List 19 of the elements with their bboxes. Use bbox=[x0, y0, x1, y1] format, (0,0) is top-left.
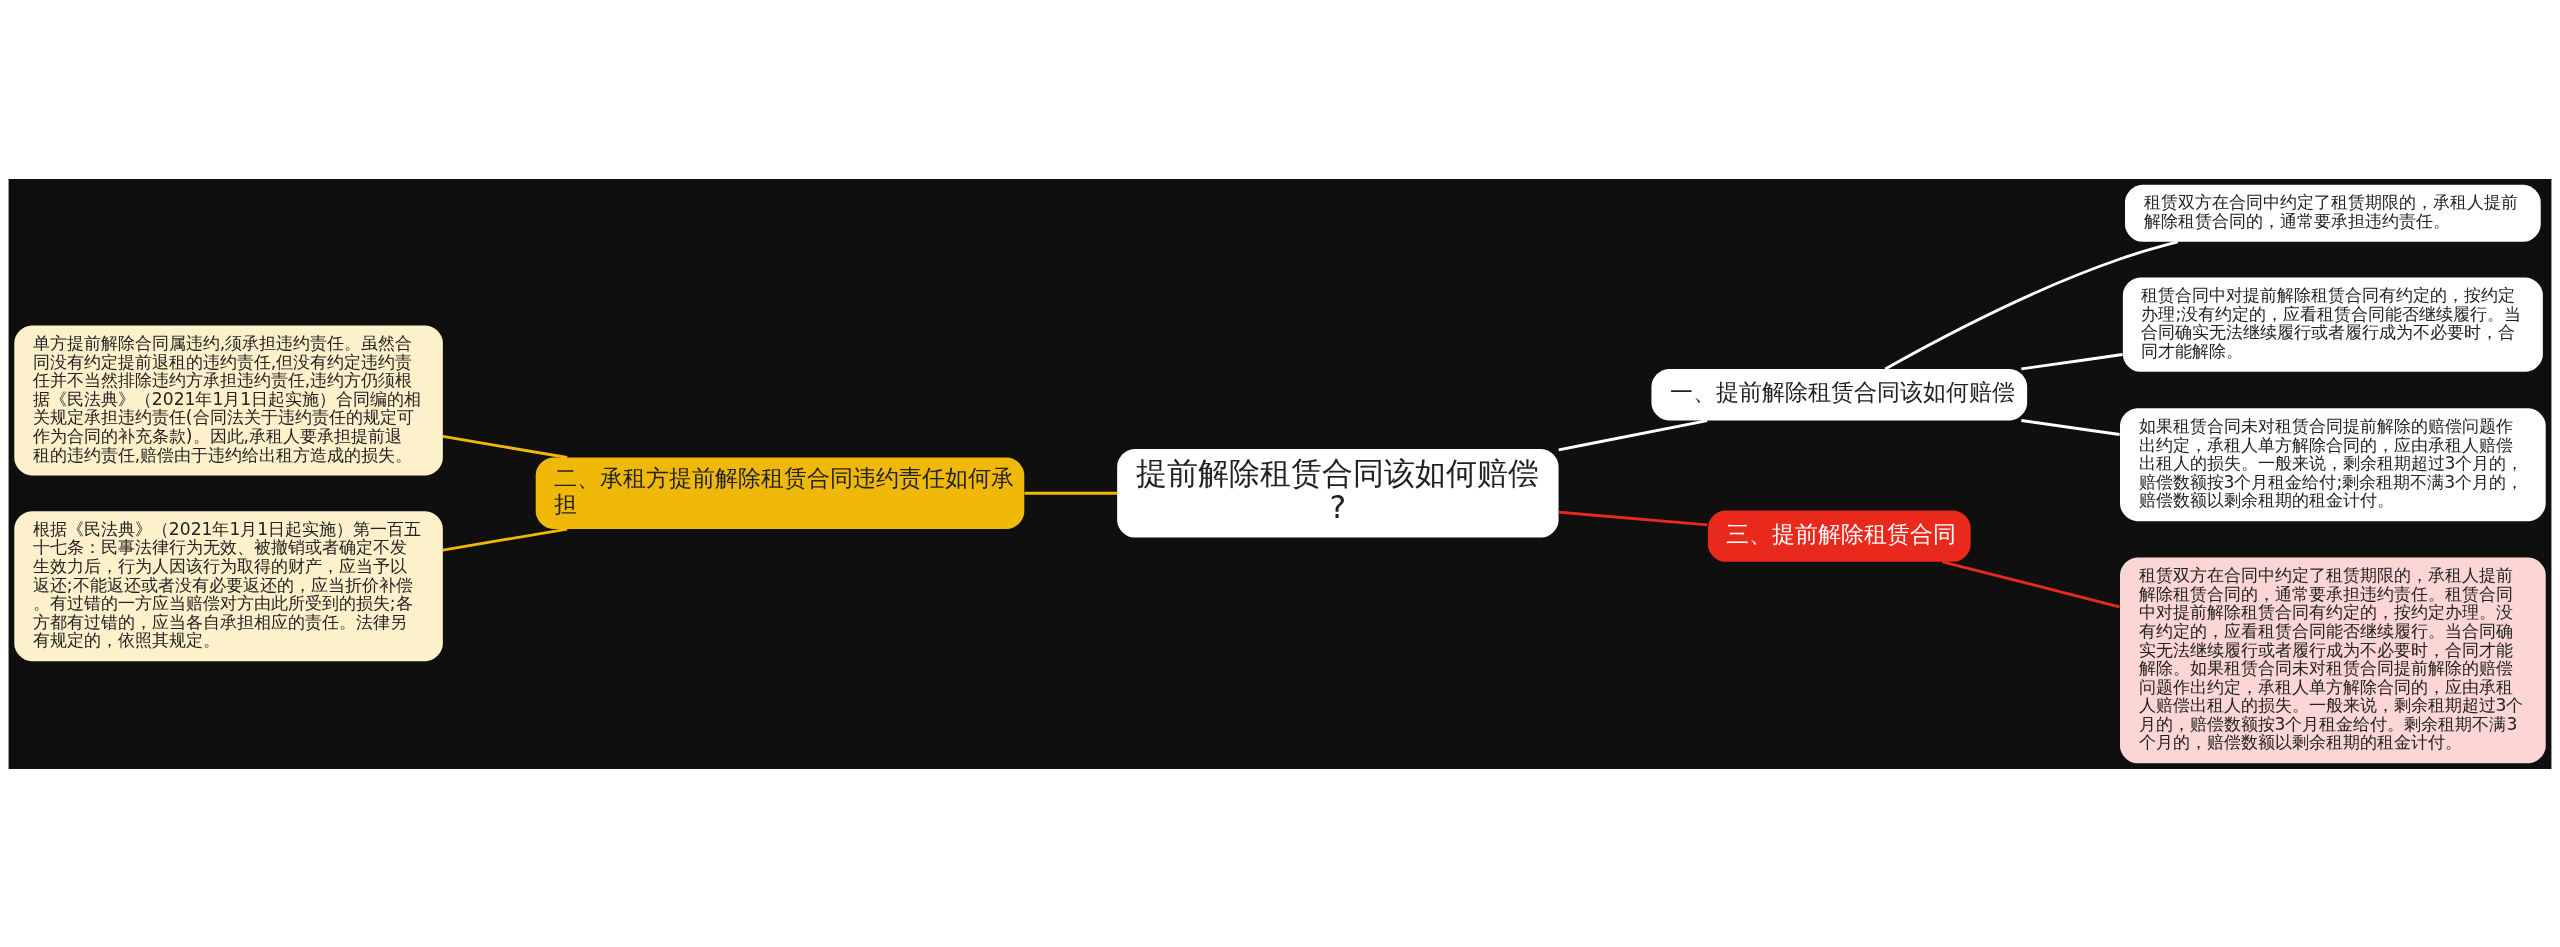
node-box: 根据《民法典》（2021年1月1日起实施）第一百五十七条：民事法律行为无效、被撤销或者确定不发生效力后，行为人因该行为取得的财产，应当予以返还;不能返还或者没有必要返还的，应当折价补偿。有过错的一方应当赔偿对方由此所受到的损失;各方都有过错的，应当各自承担相应的责任。法律另有规定的，依照其规定。 bbox=[14, 510, 443, 661]
connector bbox=[442, 434, 568, 459]
node-box: 单方提前解除合同属违约,须承担违约责任。虽然合同没有约定提前退租的违约责任,但没有约定违约责任并不当然排除违约方承担违约责任,违约方仍须根据《民法典》（2021年1月1日起实施）合同编的相关规定承担违约责任(合同法关于违约责任的规定可作为合同的补充条款)。因此,承租人要承担提前退租的违约责任,赔偿由于违约给出租方造成的损失。 bbox=[14, 324, 443, 475]
connector bbox=[2021, 352, 2123, 370]
node-box: 租赁双方在合同中约定了租赁期限的，承租人提前解除租赁合同的，通常要承担违约责任。 bbox=[2125, 184, 2541, 242]
node-box: 提前解除租赁合同该如何赔偿? bbox=[1117, 448, 1559, 538]
node-box: 三、提前解除租赁合同 bbox=[1707, 509, 1971, 562]
connector bbox=[1558, 510, 1708, 526]
node-box: 一、提前解除租赁合同该如何赔偿 bbox=[1651, 368, 2028, 420]
node-box: 二、承租方提前解除租赁合同违约责任如何承担 bbox=[535, 457, 1025, 529]
node-box: 租赁合同中对提前解除租赁合同有约定的，按约定办理;没有约定的，应看租赁合同能否继续履行。当合同确实无法继续履行或者履行成为不必要时，合同才能解除。 bbox=[2122, 277, 2543, 372]
connector bbox=[1884, 240, 2179, 370]
node-box: 如果租赁合同未对租赁合同提前解除的赔偿问题作出约定，承租人单方解除合同的，应由承租人赔偿出租人的损失。一般来说，剩余租期超过3个月的，赔偿数额按3个月租金给付;剩余租期不满3个月的，赔偿数额以剩余租期的租金计付。 bbox=[2120, 407, 2546, 521]
node-box: 租赁双方在合同中约定了租赁期限的，承租人提前解除租赁合同的，通常要承担违约责任。租赁合同中对提前解除租赁合同有约定的，按约定办理。没有约定的，应看租赁合同能否继续履行。当合同确实无法继续履行或者履行成为不必要时，合同才能解除。如果租赁合同未对租赁合同提前解除的赔偿问题作出约定，承租人单方解除合同的，应由承租人赔偿出租人的损失。一般来说，剩余租期超过3个月的，赔偿数额按3个月租金给付。剩余租期不满3个月的，赔偿数额以剩余租期的租金计付。 bbox=[2120, 557, 2546, 763]
connector bbox=[1024, 491, 1117, 495]
connector bbox=[442, 527, 568, 551]
connector bbox=[2021, 418, 2120, 436]
connector bbox=[1558, 418, 1708, 451]
connector bbox=[1942, 560, 2120, 608]
